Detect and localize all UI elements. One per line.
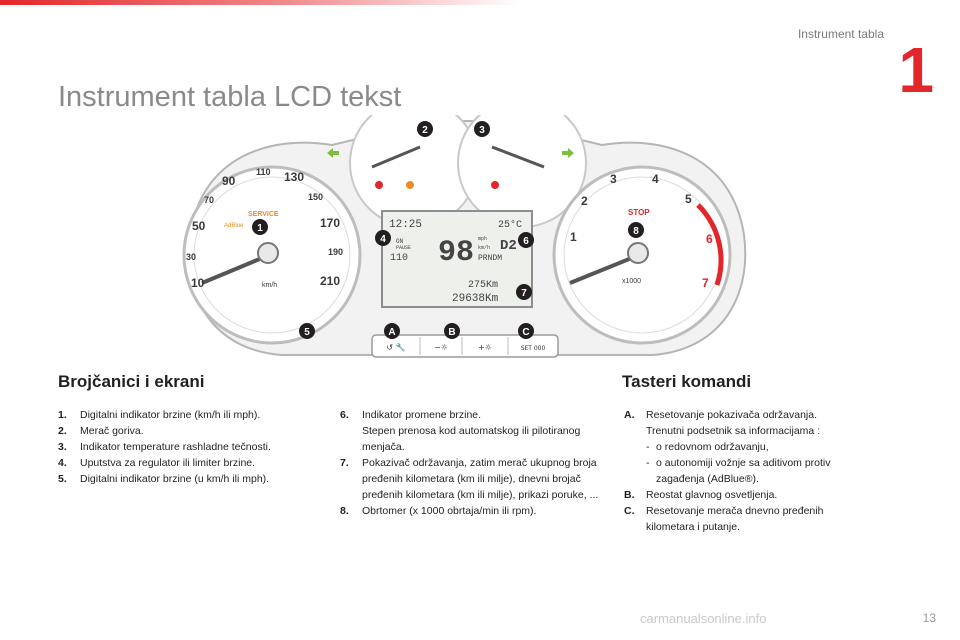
- speedo-tick: 210: [320, 274, 340, 288]
- speedo-tick: 30: [186, 252, 196, 262]
- button-a-callout: A: [388, 327, 395, 338]
- page-number: 13: [922, 611, 936, 625]
- instrument-cluster-illustration: 10 30 50 70 90 110 130 150 170 190 210 k…: [182, 115, 747, 358]
- list-item: 1.Digitalni indikator brzine (km/h ili m…: [58, 409, 261, 421]
- button-c-callout: C: [522, 327, 529, 338]
- gauges-list: 1.Digitalni indikator brzine (km/h ili m…: [58, 407, 320, 487]
- adblue-label: AdBlue: [224, 223, 244, 229]
- list-item: A. Resetovanje pokazivača održavanja. Tr…: [624, 407, 874, 487]
- stop-label: STOP: [628, 208, 650, 217]
- tacho-unit: x1000: [622, 278, 641, 285]
- speedo-tick: 130: [284, 170, 304, 184]
- button-plus-label: +☼: [478, 343, 492, 352]
- list-item: 3.Indikator temperature rashladne tečnos…: [58, 441, 271, 453]
- callout-3: 3: [479, 125, 485, 136]
- service-label: SERVICE: [248, 211, 279, 218]
- list-item: 8.Obrtomer (x 1000 obrtaja/min ili rpm).: [340, 505, 537, 517]
- page-title: Instrument tabla LCD tekst: [58, 81, 402, 114]
- sub-item: -o autonomiji vožnje sa aditivom protiv …: [646, 457, 831, 485]
- lcd-limiter-mode: PAUSE: [396, 245, 411, 251]
- callout-1: 1: [257, 223, 263, 234]
- chapter-number: 1: [898, 34, 934, 106]
- tacho-tick: 4: [652, 172, 659, 186]
- speedo-tick: 110: [256, 167, 271, 177]
- lcd-speed: 98: [438, 236, 474, 270]
- list-item: 5.Digitalni indikator brzine (u km/h ili…: [58, 473, 270, 485]
- button-c-label: SET 000: [521, 345, 546, 352]
- button-a-label: ↺ 🔧: [386, 342, 405, 352]
- callout-7: 7: [521, 288, 527, 299]
- lcd-gear-strip: PRNDM: [478, 254, 502, 263]
- tacho-tick: 5: [685, 192, 692, 206]
- speedo-tick: 90: [222, 174, 236, 188]
- callout-6: 6: [523, 236, 529, 247]
- callout-2: 2: [422, 125, 428, 136]
- tacho-tick: 7: [702, 276, 709, 290]
- tacho-tick: 6: [706, 232, 713, 246]
- list-item: 6.Indikator promene brzine.Stepen prenos…: [340, 409, 581, 453]
- lcd-gear: D2: [500, 238, 517, 254]
- speedo-tick: 70: [204, 195, 214, 205]
- button-b-label: −☼: [434, 343, 448, 352]
- button-b-callout: B: [448, 327, 455, 338]
- left-column-heading: Brojčanici i ekrani: [58, 372, 205, 391]
- speedo-tick: 170: [320, 216, 340, 230]
- speedo-tick: 150: [308, 192, 323, 202]
- callout-8: 8: [633, 226, 639, 237]
- speedo-tick: 10: [191, 276, 205, 290]
- callout-4: 4: [380, 234, 386, 245]
- right-column-heading: Tasteri komandi: [622, 372, 752, 391]
- list-item: 4.Uputstva za regulator ili limiter brzi…: [58, 457, 256, 469]
- lcd-kmh-label: km/h: [478, 245, 490, 251]
- tacho-tick: 3: [610, 172, 617, 186]
- lcd-outside-temp: 25°C: [498, 219, 522, 231]
- section-title: Instrument tabla: [797, 27, 884, 41]
- list-item: 7.Pokazivač održavanja, zatim merač ukup…: [340, 457, 599, 501]
- top-accent-bar: [0, 0, 520, 5]
- lcd-odometer: 29638Km: [452, 293, 499, 305]
- watermark: carmanualsonline.info: [640, 611, 767, 626]
- gauges-list-continued: 6.Indikator promene brzine.Stepen prenos…: [340, 407, 602, 519]
- controls-list: A. Resetovanje pokazivača održavanja. Tr…: [622, 407, 874, 535]
- list-item: B.Reostat glavnog osvetljenja.: [624, 489, 778, 501]
- callout-5: 5: [304, 327, 310, 338]
- lcd-limiter-state: ON: [396, 238, 404, 245]
- lcd-mph-label: mph: [478, 236, 487, 242]
- sub-item: -o redovnom održavanju,: [646, 441, 769, 453]
- tacho-tick: 1: [570, 230, 577, 244]
- list-item: 2.Merač goriva.: [58, 425, 144, 437]
- lcd-trip: 275Km: [468, 280, 498, 291]
- lcd-limiter-speed: 110: [390, 253, 408, 264]
- tacho-tick: 2: [581, 194, 588, 208]
- list-item: C.Resetovanje merača dnevno pređenih kil…: [624, 505, 824, 533]
- speedo-tick: 190: [328, 247, 343, 257]
- speedo-tick: 50: [192, 219, 206, 233]
- lcd-time: 12:25: [389, 219, 422, 231]
- speedo-unit: km/h: [262, 282, 277, 289]
